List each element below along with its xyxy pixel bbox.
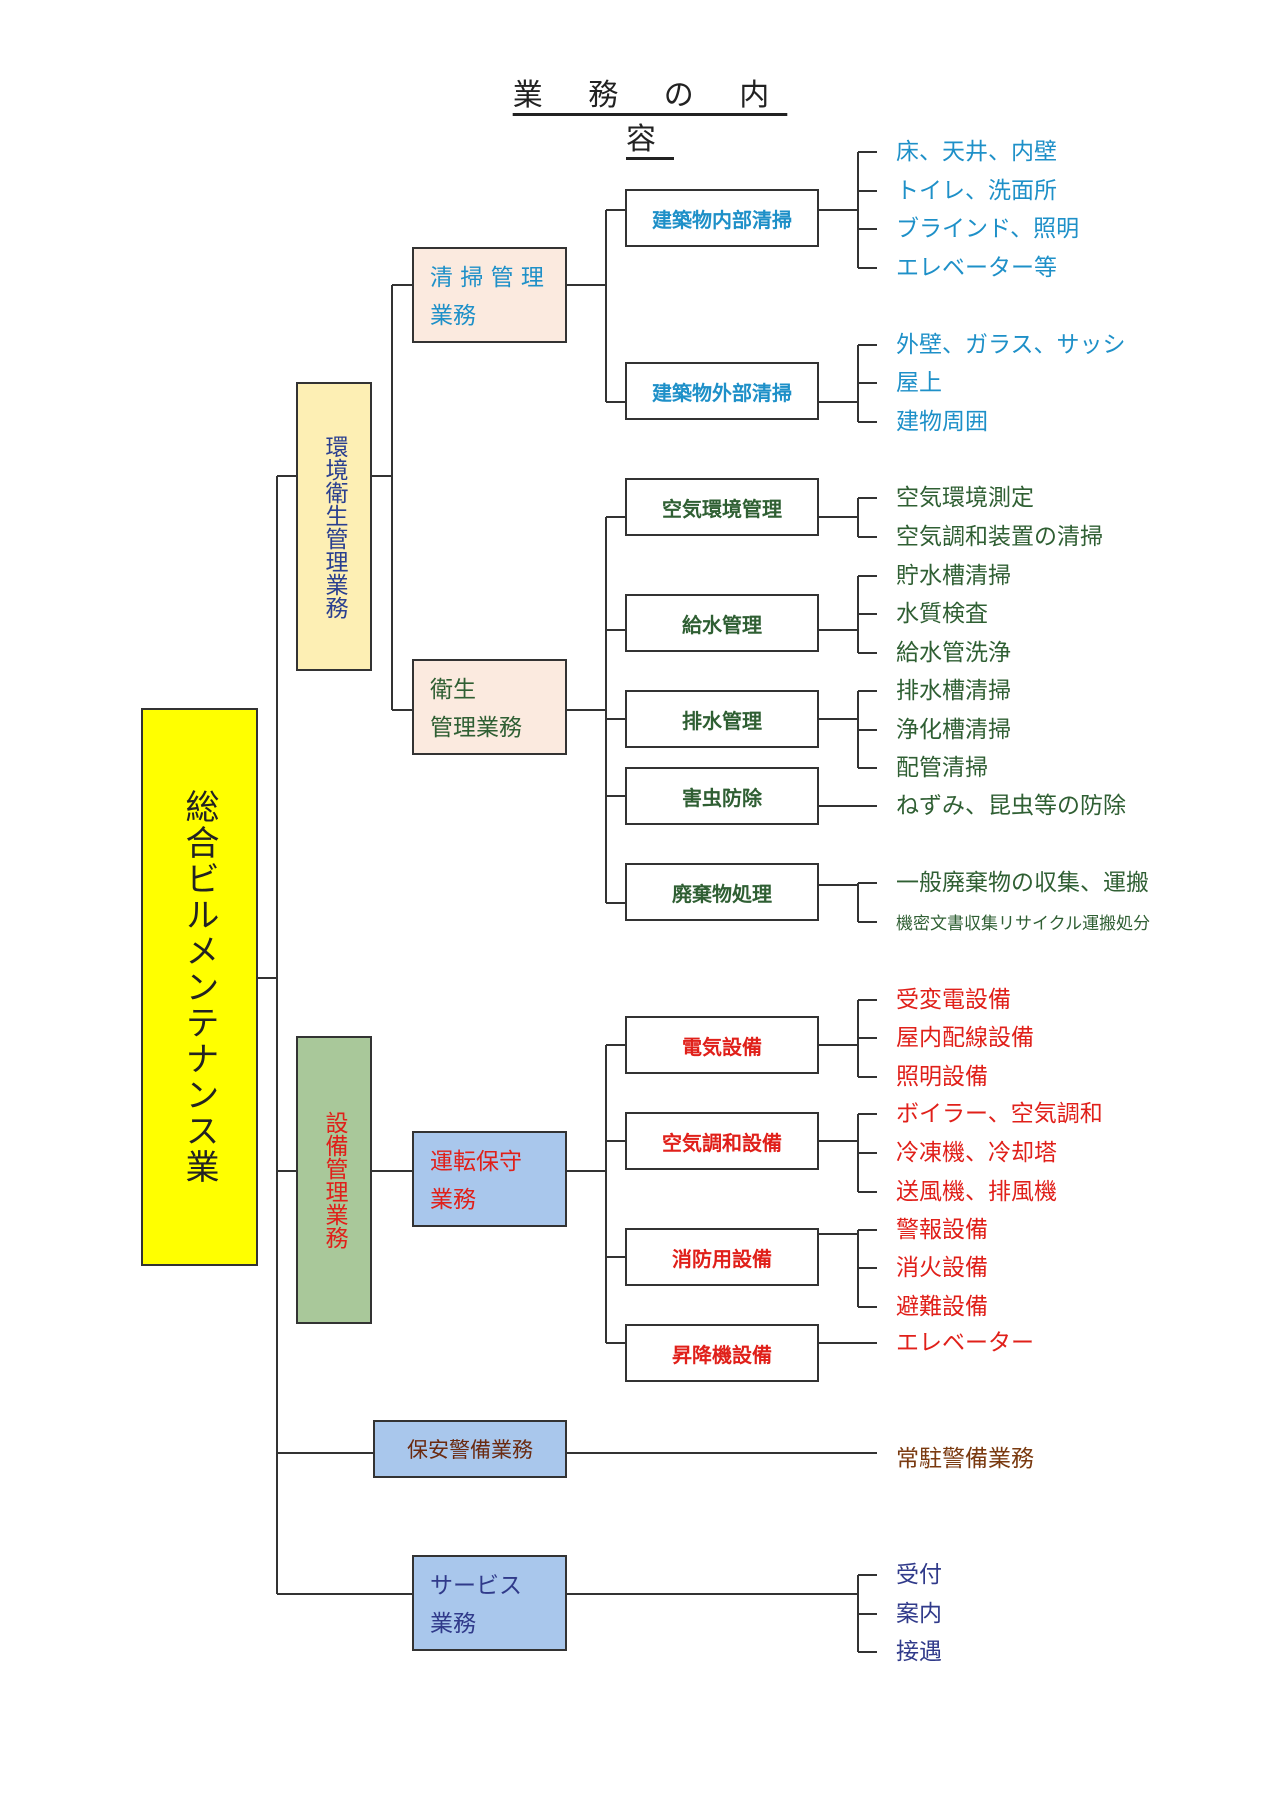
security-box: 保安警備業務 bbox=[373, 1420, 567, 1478]
service-label-line1: サービス bbox=[430, 1573, 522, 1599]
leaf-item: 消火設備 bbox=[896, 1255, 988, 1281]
leaf-item: 機密文書収集リサイクル運搬処分 bbox=[896, 914, 1151, 934]
interior-cleaning-label: 建築物内部清掃 bbox=[652, 207, 792, 232]
exterior-cleaning-box: 建築物外部清掃 bbox=[625, 362, 819, 420]
facility-box: 設備管理業務 bbox=[296, 1036, 372, 1324]
page-title: 業 務 の 内 容 bbox=[512, 78, 788, 157]
leaf-item: 外壁、ガラス、サッシ bbox=[896, 332, 1126, 358]
hygiene-box: 衛生 管理業務 bbox=[412, 659, 567, 755]
electric-box: 電気設備 bbox=[625, 1016, 819, 1074]
leaf-item: 受付 bbox=[896, 1562, 942, 1588]
leaf-item: 警報設備 bbox=[896, 1217, 988, 1243]
leaf-item: エレベーター bbox=[896, 1330, 1034, 1356]
leaf-item: 照明設備 bbox=[896, 1064, 988, 1090]
service-label-line2: 業務 bbox=[430, 1611, 476, 1637]
leaf-item: 案内 bbox=[896, 1601, 942, 1627]
leaf-item: 給水管洗浄 bbox=[896, 640, 1011, 666]
leaf-item: トイレ、洗面所 bbox=[896, 178, 1057, 204]
leaf-item: 避難設備 bbox=[896, 1294, 988, 1320]
root-label: 総合ビルメンテナンス業 bbox=[179, 789, 219, 1185]
leaf-item: 床、天井、内壁 bbox=[896, 139, 1057, 165]
pest-box: 害虫防除 bbox=[625, 767, 819, 825]
environment-box: 環境衛生管理業務 bbox=[296, 382, 372, 671]
operation-label-line1: 運転保守 bbox=[430, 1149, 522, 1175]
hvac-box: 空気調和設備 bbox=[625, 1112, 819, 1170]
leaf-item: 水質検査 bbox=[896, 601, 988, 627]
leaf-item: 浄化槽清掃 bbox=[896, 717, 1011, 743]
pest-label: 害虫防除 bbox=[682, 785, 762, 810]
leaf-item: 一般廃棄物の収集、運搬 bbox=[896, 870, 1149, 896]
root-box: 総合ビルメンテナンス業 bbox=[141, 708, 258, 1266]
electric-label: 電気設備 bbox=[682, 1034, 762, 1059]
leaf-item: 空気調和装置の清掃 bbox=[896, 524, 1103, 550]
water-supply-label: 給水管理 bbox=[682, 612, 762, 637]
fire-box: 消防用設備 bbox=[625, 1228, 819, 1286]
operation-box: 運転保守 業務 bbox=[412, 1131, 567, 1227]
waste-label: 廃棄物処理 bbox=[672, 881, 772, 906]
leaf-item: 建物周囲 bbox=[896, 409, 988, 435]
operation-label-line2: 業務 bbox=[430, 1187, 476, 1213]
elevator-box: 昇降機設備 bbox=[625, 1324, 819, 1382]
hygiene-label-line1: 衛生 bbox=[430, 677, 476, 703]
leaf-item: 排水槽清掃 bbox=[896, 678, 1011, 704]
leaf-item: 貯水槽清掃 bbox=[896, 563, 1011, 589]
elevator-label: 昇降機設備 bbox=[672, 1342, 772, 1367]
drainage-box: 排水管理 bbox=[625, 690, 819, 748]
water-supply-box: 給水管理 bbox=[625, 594, 819, 652]
cleaning-box: 清 掃 管 理 業務 bbox=[412, 247, 567, 343]
leaf-item: 冷凍機、冷却塔 bbox=[896, 1140, 1057, 1166]
leaf-item: 送風機、排風機 bbox=[896, 1179, 1057, 1205]
leaf-item: 接遇 bbox=[896, 1639, 942, 1665]
interior-cleaning-box: 建築物内部清掃 bbox=[625, 189, 819, 247]
leaf-item: ブラインド、照明 bbox=[896, 216, 1080, 242]
air-env-label: 空気環境管理 bbox=[662, 496, 782, 521]
fire-label: 消防用設備 bbox=[672, 1246, 772, 1271]
leaf-item: 受変電設備 bbox=[896, 987, 1011, 1013]
air-env-box: 空気環境管理 bbox=[625, 478, 819, 536]
leaf-item: 配管清掃 bbox=[896, 755, 988, 781]
hvac-label: 空気調和設備 bbox=[662, 1130, 782, 1155]
service-box: サービス 業務 bbox=[412, 1555, 567, 1651]
cleaning-label-line1: 清 掃 管 理 bbox=[430, 265, 544, 291]
leaf-item: ねずみ、昆虫等の防除 bbox=[896, 793, 1126, 819]
drainage-label: 排水管理 bbox=[682, 708, 762, 733]
security-label: 保安警備業務 bbox=[407, 1438, 533, 1462]
leaf-item: 常駐警備業務 bbox=[896, 1446, 1034, 1472]
waste-box: 廃棄物処理 bbox=[625, 863, 819, 921]
environment-label: 環境衛生管理業務 bbox=[321, 434, 347, 619]
exterior-cleaning-label: 建築物外部清掃 bbox=[652, 380, 792, 405]
leaf-item: ボイラー、空気調和 bbox=[896, 1101, 1103, 1127]
hygiene-label-line2: 管理業務 bbox=[430, 715, 522, 741]
leaf-item: 空気環境測定 bbox=[896, 485, 1034, 511]
cleaning-label-line2: 業務 bbox=[430, 303, 476, 329]
leaf-item: 屋内配線設備 bbox=[896, 1025, 1034, 1051]
facility-label: 設備管理業務 bbox=[321, 1111, 347, 1249]
leaf-item: 屋上 bbox=[896, 370, 942, 396]
leaf-item: エレベーター等 bbox=[896, 255, 1057, 281]
